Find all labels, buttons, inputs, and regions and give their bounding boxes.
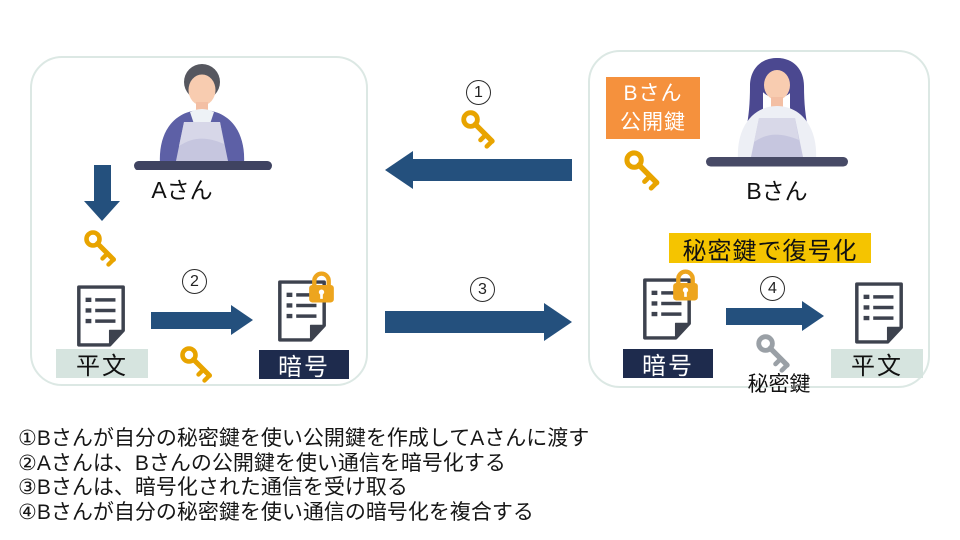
decrypt-arrow-icon: [726, 300, 824, 332]
person-a-illustration: [134, 64, 272, 170]
lock-icon: [304, 270, 339, 303]
step-1-badge: 1: [466, 80, 491, 105]
person-b-illustration: [706, 58, 848, 167]
step-3-badge: 3: [470, 277, 495, 302]
decrypt-banner: 秘密鍵で復号化: [669, 233, 871, 265]
plaintext-label-b: 平文: [831, 349, 923, 380]
cipher-transfer-arrow-icon: [385, 302, 572, 342]
public-key-icon-received: [82, 228, 122, 268]
person-a-label: Aさん: [151, 177, 213, 203]
public-key-box-type: 公開鍵: [620, 111, 686, 134]
public-key-icon-encrypt: [178, 344, 218, 384]
person-b-label: Bさん: [746, 178, 808, 204]
lock-icon: [668, 268, 703, 301]
cipher-label-a: 暗号: [259, 350, 349, 381]
public-key-icon-b: [622, 148, 666, 192]
cipher-label-b: 暗号: [623, 349, 713, 380]
panel-person-a: Aさん 平文 2 暗号: [30, 56, 368, 386]
step-2-badge: 2: [182, 269, 207, 294]
plaintext-document-icon-b: [852, 282, 906, 349]
panel-person-b: Bさん 公開鍵 Bさん 秘密鍵で復号化 暗号 4 秘密鍵 平文: [588, 50, 930, 396]
plaintext-label-a: 平文: [56, 349, 148, 380]
note-line-4: ④Bさんが自分の秘密鍵を使い通信の暗号化を複合する: [18, 500, 534, 524]
public-key-icon-transfer: [459, 108, 501, 150]
step-4-badge: 4: [760, 276, 785, 301]
key-transfer-arrow-icon: [385, 150, 572, 190]
down-arrow-icon: [84, 165, 120, 221]
note-line-2: ②Aさんは、Bさんの公開鍵を使い通信を暗号化する: [18, 451, 506, 475]
explanation-notes: ①Bさんが自分の秘密鍵を使い公開鍵を作成してAさんに渡す ②Aさんは、Bさんの公…: [18, 427, 589, 525]
note-line-1: ①Bさんが自分の秘密鍵を使い公開鍵を作成してAさんに渡す: [18, 427, 590, 450]
public-key-box-owner: Bさん: [623, 82, 683, 105]
plaintext-document-icon-a: [74, 285, 128, 352]
public-key-box: Bさん 公開鍵: [606, 77, 700, 139]
note-line-3: ③Bさんは、暗号化された通信を受け取る: [18, 476, 408, 499]
encrypt-arrow-icon: [151, 304, 253, 336]
private-key-label: 秘密鍵: [747, 373, 811, 396]
